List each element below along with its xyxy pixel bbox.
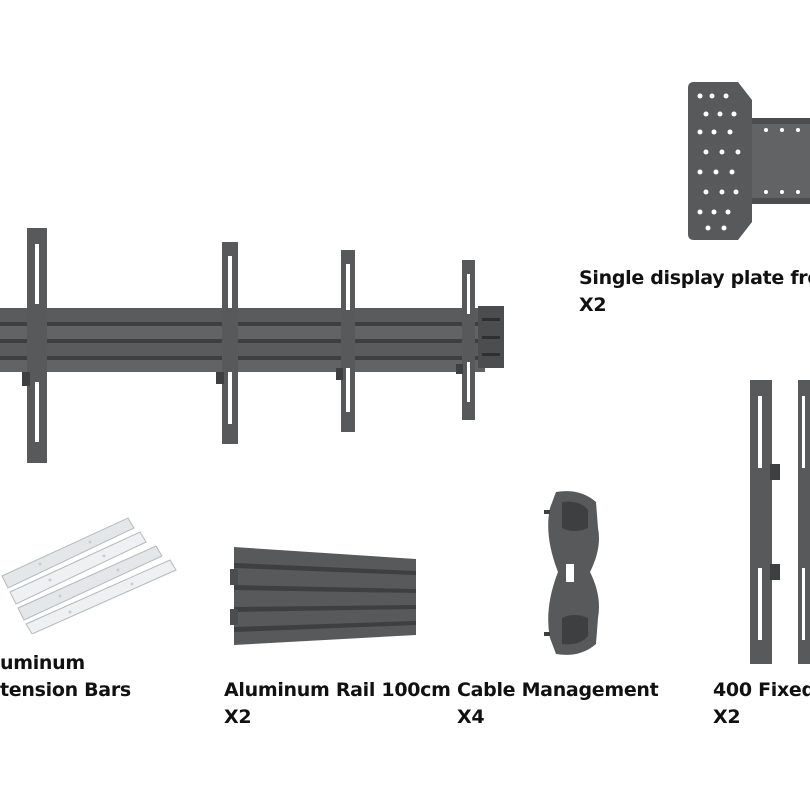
- caption-cable-management-qty: X4: [457, 706, 485, 728]
- caption-aluminum-rail: Aluminum Rail 100cm X2: [224, 677, 451, 731]
- caption-fixed-brackets-qty: X2: [713, 706, 741, 728]
- caption-cable-management-title: Cable Management: [457, 679, 659, 701]
- caption-extension-bars: uminum tension Bars: [0, 650, 131, 704]
- caption-extension-bars-line2: tension Bars: [0, 679, 131, 701]
- caption-display-plate: Single display plate fron X2: [579, 265, 810, 319]
- caption-aluminum-rail-qty: X2: [224, 706, 252, 728]
- single-display-plate: [688, 82, 810, 240]
- aluminum-extension-bars: [1, 517, 177, 634]
- caption-fixed-brackets-title: 400 Fixed: [713, 679, 810, 701]
- caption-aluminum-rail-title: Aluminum Rail 100cm: [224, 679, 451, 701]
- caption-display-plate-qty: X2: [579, 294, 607, 316]
- fixed-400-brackets: [750, 380, 810, 664]
- caption-fixed-brackets: 400 Fixed X2: [713, 677, 810, 731]
- caption-extension-bars-line1: uminum: [0, 652, 85, 674]
- caption-display-plate-title: Single display plate fron: [579, 267, 810, 289]
- assembled-wall-mount: [0, 228, 504, 463]
- aluminum-rail: [230, 547, 416, 645]
- caption-cable-management: Cable Management X4: [457, 677, 659, 731]
- cable-management-clip: [544, 491, 599, 655]
